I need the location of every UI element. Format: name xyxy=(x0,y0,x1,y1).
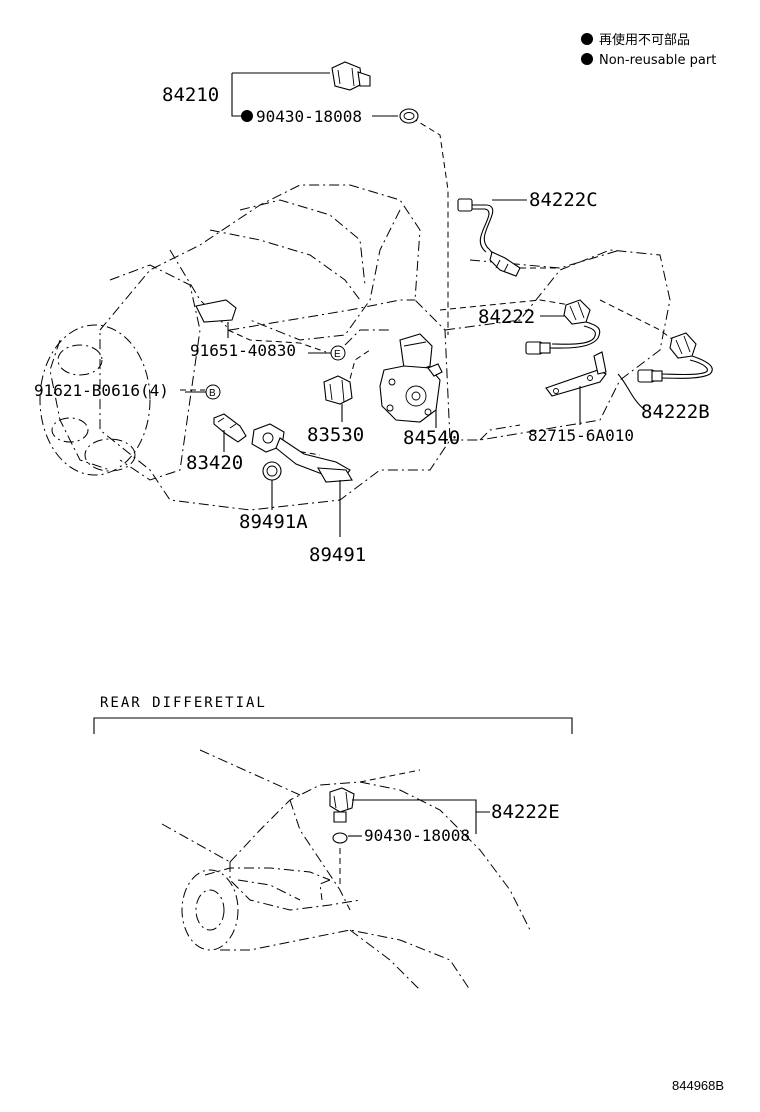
bracket-82715[interactable] xyxy=(545,351,607,397)
gasket-90430-rear[interactable] xyxy=(332,832,348,844)
label-84210[interactable]: 84210 xyxy=(162,84,219,106)
breather-84222E[interactable] xyxy=(329,787,355,823)
seal-89491A[interactable] xyxy=(262,461,282,481)
label-84222[interactable]: 84222 xyxy=(478,306,535,328)
label-90430-top[interactable]: 90430-18008 xyxy=(256,107,362,126)
sensor-84222[interactable] xyxy=(525,299,601,355)
label-84222B[interactable]: 84222B xyxy=(641,401,710,423)
sensor-83530[interactable] xyxy=(323,375,353,405)
non-reusable-marker-icon xyxy=(581,53,593,65)
part-84210-switch[interactable] xyxy=(331,61,371,91)
label-83530[interactable]: 83530 xyxy=(307,424,364,446)
switch-84540[interactable] xyxy=(379,333,443,423)
marker-b-icon: B xyxy=(205,384,221,400)
diagram-reference-number: 844968B xyxy=(672,1078,724,1093)
non-reusable-marker-icon xyxy=(241,110,253,122)
legend-japanese: 再使用不可部品 xyxy=(599,32,690,48)
svg-text:E: E xyxy=(334,349,341,360)
label-83420[interactable]: 83420 xyxy=(186,452,243,474)
label-84540[interactable]: 84540 xyxy=(403,427,460,449)
transmission-outline xyxy=(39,184,671,511)
legend: 再使用不可部品 Non-reusable part xyxy=(581,32,716,68)
label-89491A[interactable]: 89491A xyxy=(239,511,308,533)
label-91651[interactable]: 91651-40830 xyxy=(190,341,296,360)
bracket-84210 xyxy=(231,72,330,117)
bracket-84222E xyxy=(352,799,490,834)
label-84222C[interactable]: 84222C xyxy=(529,189,598,211)
sensor-84222B[interactable] xyxy=(637,332,713,383)
lever-89491[interactable] xyxy=(251,423,353,483)
section-bracket xyxy=(93,717,573,734)
leader-84222B xyxy=(617,373,646,411)
marker-e-icon: E xyxy=(330,345,346,361)
label-90430-rear[interactable]: 90430-18008 xyxy=(364,826,470,845)
label-84222E[interactable]: 84222E xyxy=(491,801,560,823)
sensor-84222C[interactable] xyxy=(457,198,521,277)
section-title-rear-differential: REAR DIFFERETIAL xyxy=(100,695,267,711)
rear-differential-outline xyxy=(161,749,531,991)
label-89491[interactable]: 89491 xyxy=(309,544,366,566)
bolt-91651[interactable] xyxy=(195,299,237,338)
svg-text:B: B xyxy=(209,388,216,399)
legend-english: Non-reusable part xyxy=(599,53,716,68)
non-reusable-marker-icon xyxy=(581,33,593,45)
label-91621[interactable]: 91621-B0616(4) xyxy=(34,381,169,400)
label-82715[interactable]: 82715-6A010 xyxy=(528,426,634,445)
sensor-83420[interactable] xyxy=(213,413,247,443)
gasket-90430[interactable] xyxy=(399,108,419,124)
